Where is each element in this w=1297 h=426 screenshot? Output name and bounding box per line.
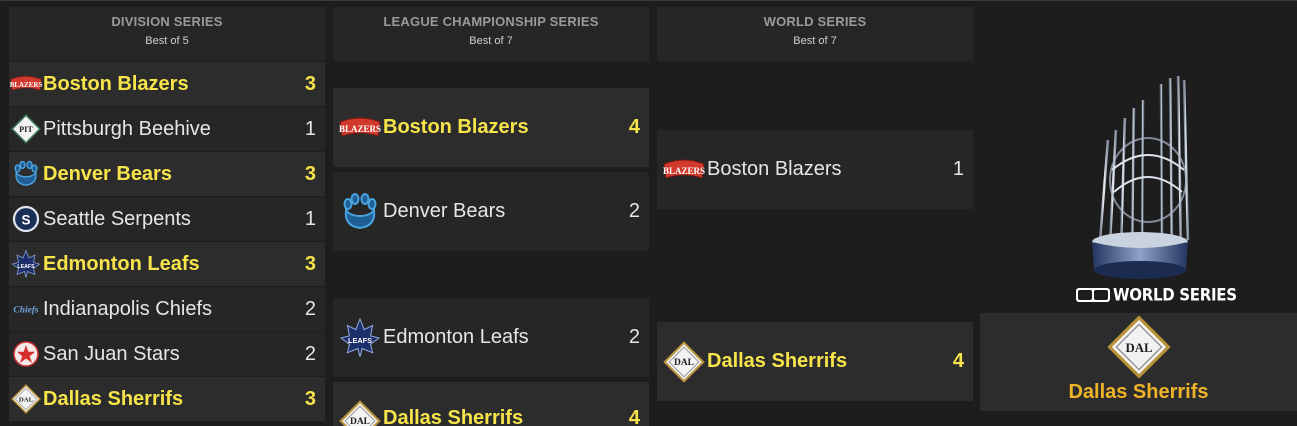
dallas-logo-icon: DAL <box>337 398 383 426</box>
series-score: 2 <box>628 326 640 348</box>
dallas-logo-icon: DAL <box>661 339 707 385</box>
team-name: Edmonton Leafs <box>383 326 529 348</box>
team-name: Dallas Sherrifs <box>43 387 184 410</box>
division-series-header: DIVISION SERIES Best of 5 <box>9 7 325 61</box>
top-border <box>0 0 1297 1</box>
division-series-row[interactable]: Denver Bears 3 <box>9 152 325 196</box>
lcs-row[interactable]: DAL Dallas Sherrifs 4 <box>333 382 649 426</box>
series-score: 2 <box>628 200 640 222</box>
world-series-row[interactable]: BLAZERS Boston Blazers 1 <box>657 130 973 209</box>
column-subtitle: Best of 7 <box>469 35 513 47</box>
bear-paw-logo-icon <box>9 157 43 191</box>
dallas-logo-icon: DAL <box>1107 315 1171 379</box>
svg-text:PIT: PIT <box>19 125 33 134</box>
column-subtitle: Best of 7 <box>793 35 837 47</box>
lcs-row[interactable]: LEAFS Edmonton Leafs 2 <box>333 298 649 377</box>
team-name: Boston Blazers <box>707 158 842 180</box>
division-series-row[interactable]: San Juan Stars 2 <box>9 332 325 376</box>
leafs-logo-icon: LEAFS <box>9 247 43 281</box>
column-title: WORLD SERIES <box>763 14 867 29</box>
svg-text:DAL: DAL <box>350 417 370 426</box>
team-name: Seattle Serpents <box>43 207 191 230</box>
series-score: 3 <box>304 72 316 95</box>
series-score: 1 <box>304 207 316 230</box>
blazers-logo-icon: BLAZERS <box>337 105 383 151</box>
series-score: 4 <box>628 407 640 426</box>
lcs-header: LEAGUE CHAMPIONSHIP SERIES Best of 7 <box>333 7 649 61</box>
bear-paw-logo-icon <box>337 189 383 235</box>
pittsburgh-logo-icon: PIT <box>9 112 43 146</box>
series-score: 3 <box>304 252 316 275</box>
svg-text:DAL: DAL <box>674 358 694 368</box>
column-subtitle: Best of 5 <box>145 35 189 47</box>
svg-text:DAL: DAL <box>1125 341 1152 355</box>
world-series-caption: WORLD SERIES <box>1076 284 1237 306</box>
svg-text:BLAZERS: BLAZERS <box>663 166 705 176</box>
blazers-logo-icon: BLAZERS <box>9 67 43 101</box>
division-series-row[interactable]: DAL Dallas Sherrifs 3 <box>9 377 325 421</box>
svg-text:BLAZERS: BLAZERS <box>10 81 43 89</box>
champion-panel: DAL Dallas Sherrifs <box>980 313 1297 411</box>
mlb-logo-icon <box>1076 288 1110 302</box>
division-series-row[interactable]: LEAFS Edmonton Leafs 3 <box>9 242 325 286</box>
team-name: Denver Bears <box>43 162 172 185</box>
world-series-trophy-icon <box>1070 70 1210 291</box>
series-score: 3 <box>304 387 316 410</box>
division-series-row[interactable]: Chiefs Indianapolis Chiefs 2 <box>9 287 325 331</box>
champion-team-name: Dallas Sherrifs <box>1068 381 1209 403</box>
series-score: 3 <box>304 162 316 185</box>
column-title: LEAGUE CHAMPIONSHIP SERIES <box>383 14 599 29</box>
svg-text:S: S <box>21 212 30 227</box>
series-score: 4 <box>952 350 964 372</box>
svg-text:BLAZERS: BLAZERS <box>339 124 381 134</box>
series-score: 2 <box>304 342 316 365</box>
chiefs-logo-icon: Chiefs <box>9 292 43 326</box>
leafs-logo-icon: LEAFS <box>337 315 383 361</box>
division-series-row[interactable]: PIT Pittsburgh Beehive 1 <box>9 107 325 151</box>
team-name: Indianapolis Chiefs <box>43 297 212 320</box>
division-series-row[interactable]: S Seattle Serpents 1 <box>9 197 325 241</box>
column-title: DIVISION SERIES <box>111 14 223 29</box>
series-score: 4 <box>628 116 640 138</box>
team-name: Dallas Sherrifs <box>383 407 524 426</box>
division-series-row[interactable]: BLAZERS Boston Blazers 3 <box>9 62 325 106</box>
lcs-row[interactable]: BLAZERS Boston Blazers 4 <box>333 88 649 167</box>
star-logo-icon <box>9 337 43 371</box>
lcs-row[interactable]: Denver Bears 2 <box>333 172 649 251</box>
team-name: Boston Blazers <box>383 116 529 138</box>
series-score: 1 <box>304 117 316 140</box>
series-score: 2 <box>304 297 316 320</box>
dallas-logo-icon: DAL <box>9 382 43 416</box>
svg-text:LEAFS: LEAFS <box>348 336 372 345</box>
team-name: Boston Blazers <box>43 72 189 95</box>
team-name: Edmonton Leafs <box>43 252 200 275</box>
world-series-header: WORLD SERIES Best of 7 <box>657 7 973 61</box>
series-score: 1 <box>952 158 964 180</box>
svg-text:Chiefs: Chiefs <box>13 306 38 316</box>
team-name: Dallas Sherrifs <box>707 350 848 372</box>
team-name: Denver Bears <box>383 200 506 222</box>
team-name: Pittsburgh Beehive <box>43 117 211 140</box>
svg-text:DAL: DAL <box>19 396 34 403</box>
world-series-row[interactable]: DAL Dallas Sherrifs 4 <box>657 322 973 401</box>
serpents-logo-icon: S <box>9 202 43 236</box>
world-series-caption-text: WORLD SERIES <box>1113 284 1237 306</box>
blazers-logo-icon: BLAZERS <box>661 147 707 193</box>
team-name: San Juan Stars <box>43 342 180 365</box>
svg-text:LEAFS: LEAFS <box>17 264 35 270</box>
